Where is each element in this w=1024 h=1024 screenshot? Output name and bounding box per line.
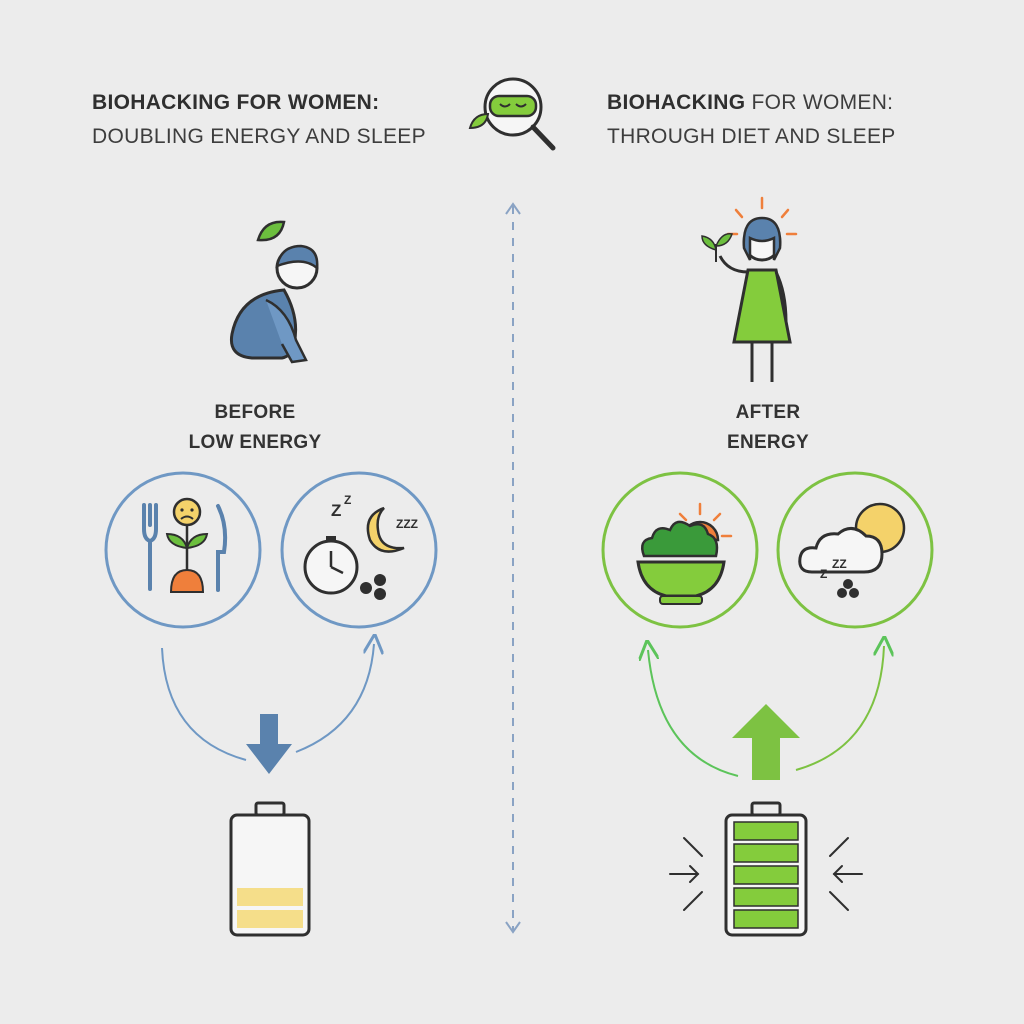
up-arrow-icon: [732, 704, 800, 780]
right-cycle-arrows: [648, 646, 884, 777]
cloud-sun-sleep-icon: Z ZZ: [776, 471, 934, 629]
clock-moon-sleep-icon: Z Z ZZZ: [280, 471, 438, 629]
right-battery-cell: [733, 821, 799, 841]
after-label-line2: ENERGY: [726, 432, 810, 453]
left-battery-cell: [237, 910, 303, 928]
before-label: BEFORE LOW ENERGY: [160, 398, 350, 458]
right-title-sub: THROUGH DIET AND SLEEP: [607, 125, 896, 148]
left-battery-cells: [237, 888, 303, 928]
left-battery-cell: [237, 888, 303, 906]
after-label: AFTER ENERGY: [668, 398, 868, 458]
svg-text:Z: Z: [331, 501, 341, 520]
left-title-main: BIOHACKING FOR WOMEN:: [92, 91, 380, 114]
low-battery-icon: [229, 801, 311, 937]
left-title-sub: DOUBLING ENERGY AND SLEEP: [92, 125, 426, 148]
right-battery-cells: [733, 821, 799, 929]
right-battery-cell: [733, 865, 799, 885]
fork-knife-sad-plant-icon: [104, 471, 262, 629]
sad-sitting-person-icon: [229, 220, 319, 364]
right-battery-cell: [733, 909, 799, 929]
right-battery-cell: [733, 887, 799, 907]
right-title: BIOHACKING FOR WOMEN: THROUGH DIET AND S…: [607, 86, 896, 154]
right-battery-cell: [733, 843, 799, 863]
right-title-main: BIOHACKING: [607, 91, 746, 114]
left-title: BIOHACKING FOR WOMEN: DOUBLING ENERGY AN…: [92, 86, 426, 154]
down-arrow-icon: [246, 714, 292, 774]
right-title-rest: FOR WOMEN:: [745, 91, 894, 114]
before-label-line1: BEFORE: [214, 402, 296, 423]
salad-sun-icon: [601, 471, 759, 629]
sleep-mask-magnifier-icon: [468, 77, 556, 151]
after-label-line1: AFTER: [735, 402, 801, 423]
center-divider: [505, 202, 521, 934]
left-cycle-arrows: [161, 644, 374, 761]
energy-burst-lines: [669, 837, 863, 911]
full-battery-icon: [669, 801, 863, 937]
svg-text:Z: Z: [820, 567, 827, 581]
svg-text:ZZZ: ZZZ: [396, 517, 418, 531]
svg-text:ZZ: ZZ: [832, 557, 847, 571]
happy-woman-with-plant-icon: [701, 196, 798, 382]
svg-text:Z: Z: [344, 493, 351, 507]
before-label-line2: LOW ENERGY: [188, 432, 322, 453]
